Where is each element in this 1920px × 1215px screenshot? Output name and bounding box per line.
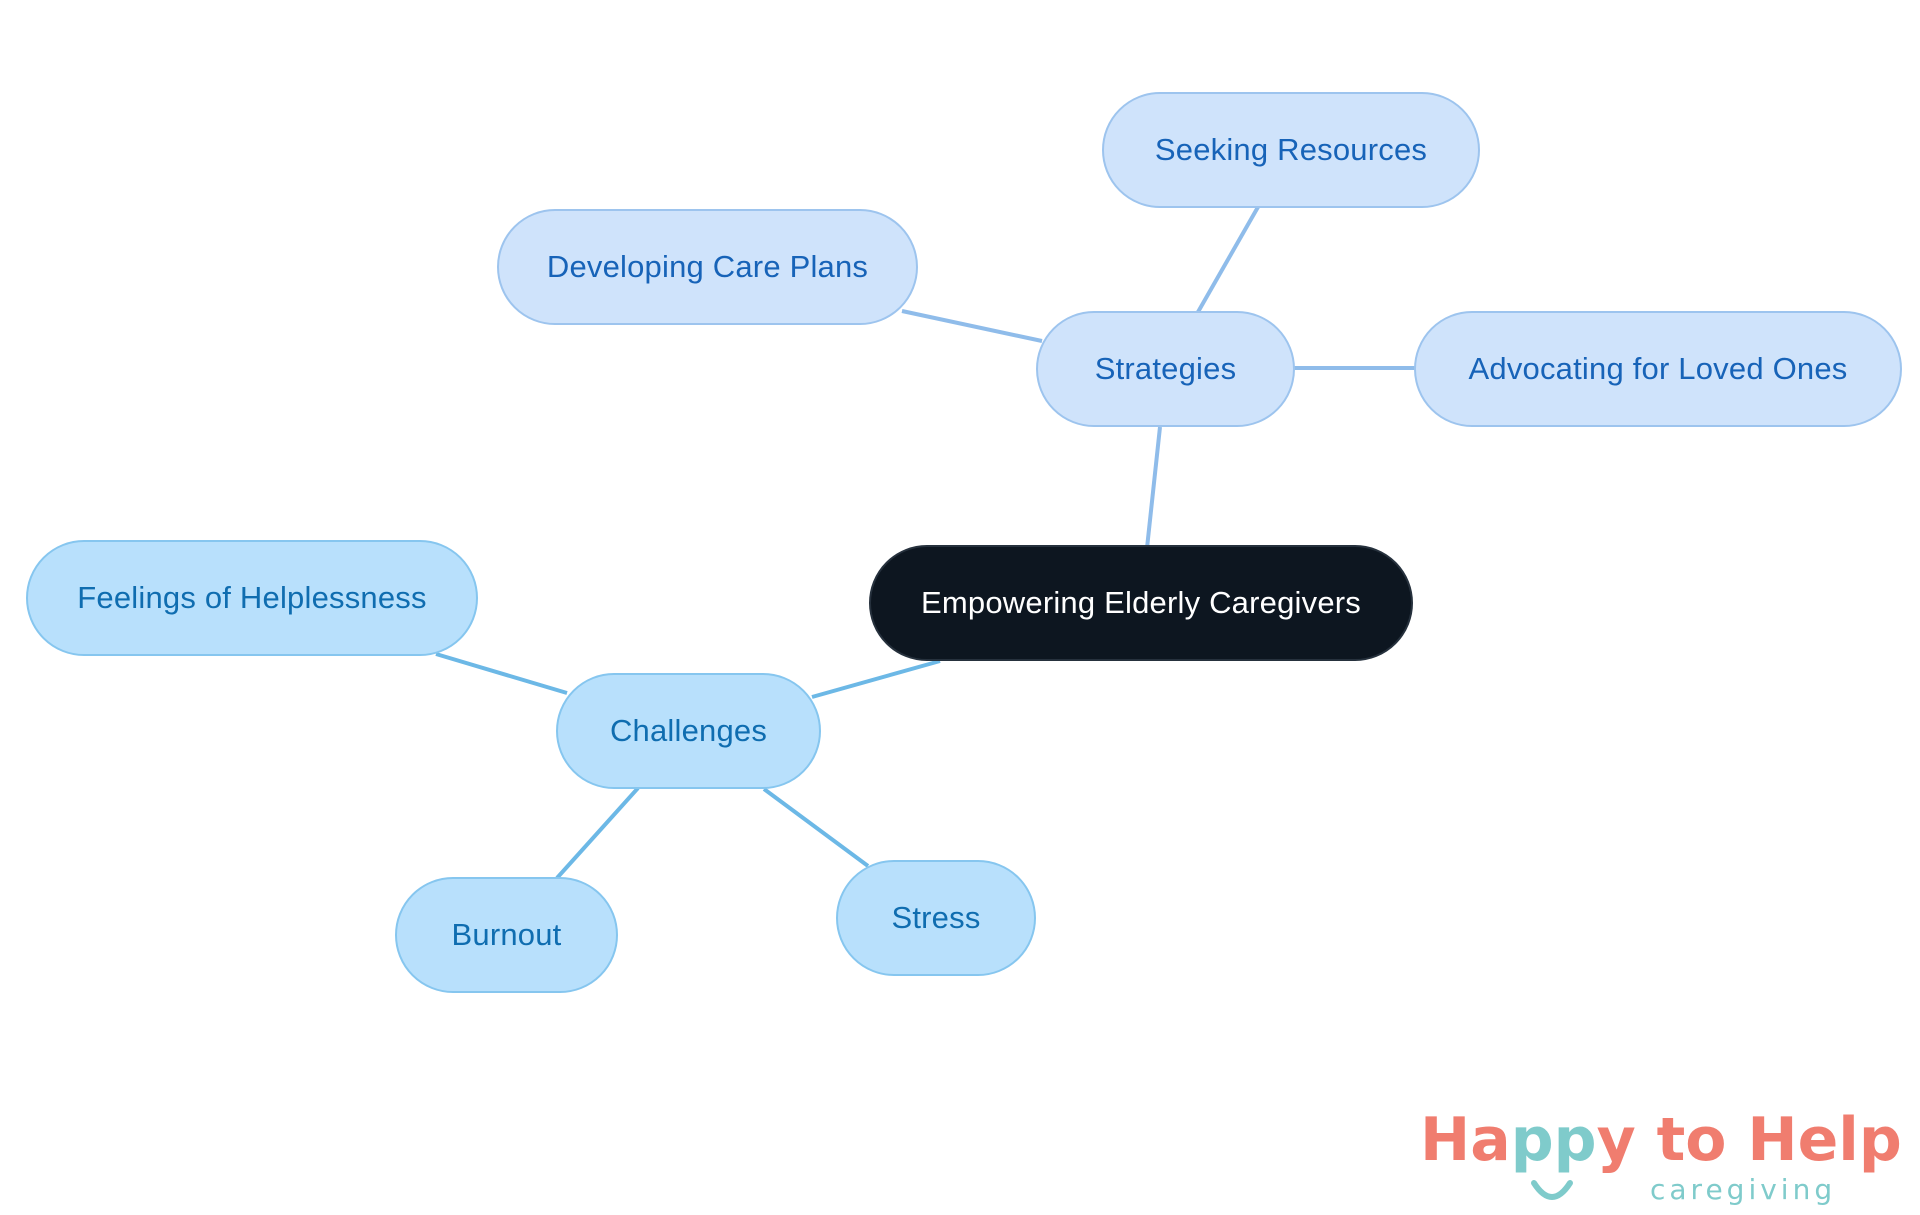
branch-node-strategies-label: Strategies — [1094, 351, 1237, 386]
leaf-node-stress[interactable]: Stress — [836, 860, 1036, 976]
leaf-node-seeking-resources-label: Seeking Resources — [1154, 132, 1428, 167]
logo-wordmark-part-3: y to Help — [1596, 1105, 1902, 1175]
root-node-label: Empowering Elderly Caregivers — [921, 585, 1361, 620]
leaf-node-feelings-of-helplessness[interactable]: Feelings of Helplessness — [26, 540, 478, 656]
smile-icon — [1531, 1180, 1573, 1200]
edge-root-challenges — [811, 659, 941, 699]
edge-challenges-helplessness — [435, 652, 568, 695]
logo-tagline: caregiving — [1650, 1173, 1837, 1206]
leaf-node-advocating-for-loved-ones[interactable]: Advocating for Loved Ones — [1414, 311, 1902, 427]
edge-challenges-stress — [762, 787, 870, 868]
edge-root-strategies — [1145, 426, 1162, 549]
leaf-node-burnout-label: Burnout — [451, 917, 562, 952]
leaf-node-advocating-for-loved-ones-label: Advocating for Loved Ones — [1468, 351, 1848, 386]
leaf-node-developing-care-plans-label: Developing Care Plans — [546, 249, 869, 284]
edge-challenges-burnout — [555, 786, 640, 880]
edge-strategies-seeking-resources — [1196, 206, 1260, 313]
leaf-node-feelings-of-helplessness-label: Feelings of Helplessness — [77, 580, 427, 615]
happy-to-help-logo: Happy to Help caregiving — [1420, 1105, 1902, 1210]
branch-node-challenges[interactable]: Challenges — [556, 673, 821, 789]
branch-node-strategies[interactable]: Strategies — [1036, 311, 1295, 427]
leaf-node-stress-label: Stress — [891, 900, 981, 935]
logo-wordmark: Happy to Help — [1420, 1105, 1902, 1175]
leaf-node-burnout[interactable]: Burnout — [395, 877, 618, 993]
branch-node-challenges-label: Challenges — [609, 713, 768, 748]
logo-wordmark-part-1: Ha — [1420, 1105, 1511, 1175]
edge-strategies-developing-care-plans — [901, 309, 1043, 343]
logo-wordmark-part-2: pp — [1510, 1105, 1597, 1175]
leaf-node-developing-care-plans[interactable]: Developing Care Plans — [497, 209, 918, 325]
leaf-node-seeking-resources[interactable]: Seeking Resources — [1102, 92, 1480, 208]
root-node[interactable]: Empowering Elderly Caregivers — [869, 545, 1413, 661]
